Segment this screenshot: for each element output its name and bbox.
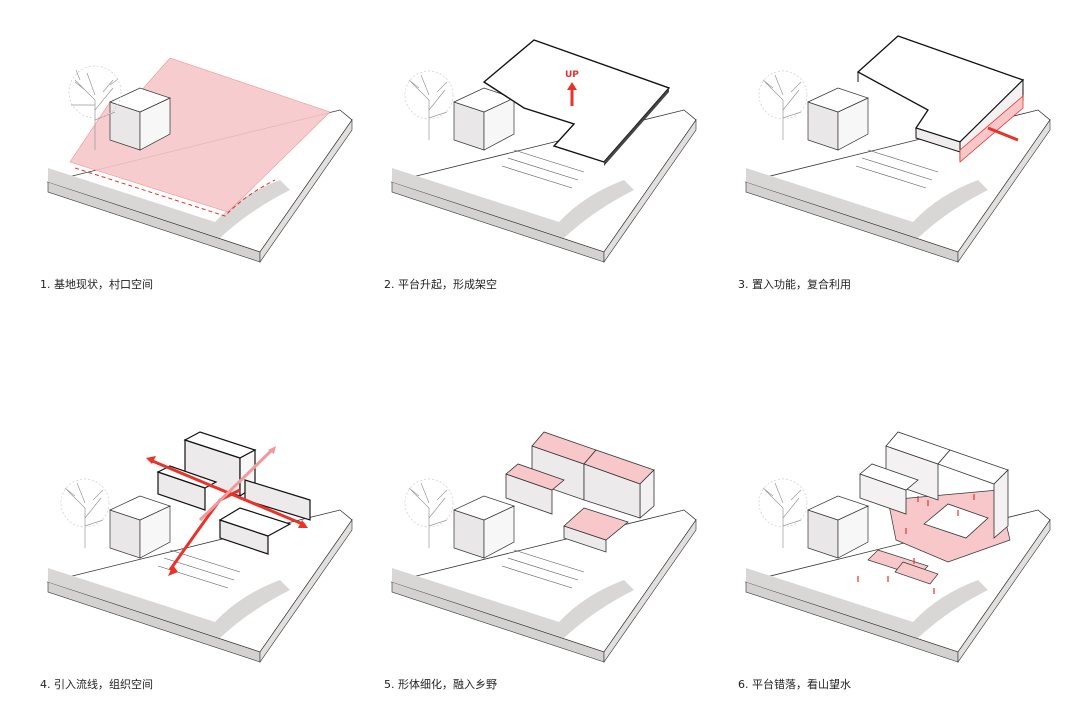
tree-icon <box>68 65 122 150</box>
site-diagram-2: UP <box>390 39 697 263</box>
diagram-step-3: 3. 置入功能，复合利用 <box>738 0 1078 300</box>
diagram-step-6: 6. 平台错落，看山望水 <box>738 400 1078 700</box>
tree-icon <box>404 478 454 548</box>
tree-icon <box>758 478 808 548</box>
tree-icon <box>758 70 808 140</box>
step-caption: 5. 形体细化，融入乡野 <box>384 678 497 691</box>
raised-platform <box>482 39 671 163</box>
up-arrow-icon <box>567 82 577 106</box>
step-caption: 1. 基地现状，村口空间 <box>40 278 153 291</box>
step-caption: 4. 引入流线，组织空间 <box>40 678 153 691</box>
step-caption: 3. 置入功能，复合利用 <box>738 278 851 291</box>
diagram-step-4: 4. 引入流线，组织空间 <box>40 400 380 700</box>
site-diagram-3 <box>744 35 1051 263</box>
flow-arrows <box>149 448 306 571</box>
diagram-step-5: 5. 形体细化，融入乡野 <box>384 400 724 700</box>
entry-arrow <box>987 126 1019 142</box>
diagram-step-1: 1. 基地现状，村口空间 <box>40 0 380 300</box>
tree-icon <box>60 478 110 548</box>
diagram-step-2: UP 2. 平台升起，形成架空 <box>384 0 724 300</box>
step-caption: 6. 平台错落，看山望水 <box>738 678 851 691</box>
people-markers <box>857 494 975 594</box>
site-diagram-6 <box>744 431 1051 663</box>
step-caption: 2. 平台升起，形成架空 <box>384 278 497 291</box>
site-diagram-5 <box>390 431 697 663</box>
tree-icon <box>404 70 454 140</box>
site-diagram-1 <box>46 57 353 263</box>
up-label: UP <box>565 70 579 80</box>
site-diagram-4 <box>46 431 353 663</box>
